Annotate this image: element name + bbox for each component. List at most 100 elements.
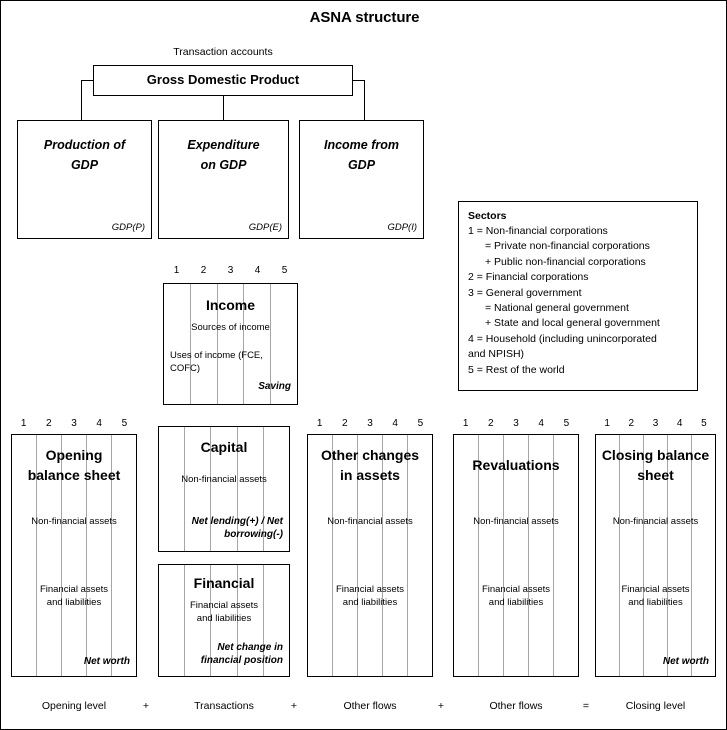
expenditure-on-gdp-title-line2: on GDP	[200, 158, 247, 172]
opening-financial-assets-line2: and liabilities	[46, 597, 102, 608]
page-title: ASNA structure	[309, 9, 420, 26]
footer-operator-plus-1: +	[142, 700, 150, 712]
column-number: 1	[173, 265, 180, 276]
sector-item: 4 = Household (including unincorporated	[468, 332, 657, 345]
column-number: 1	[462, 418, 469, 429]
financial-net-change-line1: Net change in	[217, 642, 283, 653]
revaluations-non-financial-assets: Non-financial assets	[473, 516, 559, 527]
column-number: 5	[563, 418, 570, 429]
capital-box: Capital Non-financial assets Net lending…	[158, 426, 290, 552]
column-number: 5	[417, 418, 424, 429]
column-number: 1	[316, 418, 323, 429]
expenditure-on-gdp-title-line1: Expenditure	[187, 138, 260, 152]
income-uses-line1: Uses of income (FCE,	[170, 350, 263, 361]
connector-gdp-left-vertical	[81, 80, 82, 120]
column-number: 4	[392, 418, 398, 429]
column-number: 4	[676, 418, 683, 429]
opening-balance-net-worth: Net worth	[83, 656, 130, 667]
production-of-gdp-title-line2: GDP	[70, 158, 99, 172]
production-of-gdp-title-line1: Production of	[43, 138, 126, 152]
income-box-title: Income	[205, 297, 255, 313]
other-changes-financial-assets-line2: and liabilities	[342, 597, 398, 608]
income-box: Income Sources of income Uses of income …	[163, 283, 298, 405]
column-number: 4	[96, 418, 102, 429]
gdp-box-label: Gross Domestic Product	[146, 72, 300, 87]
closing-balance-net-worth: Net worth	[662, 656, 709, 667]
column-number: 3	[71, 418, 77, 429]
sector-item: 1 = Non-financial corporations	[468, 225, 608, 237]
production-of-gdp-box: Production of GDP GDP(P)	[17, 120, 152, 239]
financial-box-title: Financial	[193, 575, 255, 591]
sector-item: = National general government	[485, 302, 629, 315]
column-number: 2	[628, 418, 635, 429]
sector-item: 5 = Rest of the world	[468, 363, 565, 376]
revaluations-financial-assets-line2: and liabilities	[488, 597, 544, 608]
opening-balance-column-numbers: 1 2 3 4 5	[11, 417, 137, 430]
column-number: 1	[20, 418, 27, 429]
transaction-accounts-label: Transaction accounts	[173, 46, 273, 58]
revaluations-box-title: Revaluations	[472, 457, 560, 473]
column-number: 5	[281, 265, 288, 276]
other-changes-title-line1: Other changes	[320, 447, 420, 463]
connector-gdp-centre-vertical	[223, 96, 224, 120]
opening-financial-assets-line1: Financial assets	[39, 584, 109, 595]
column-number: 5	[121, 418, 128, 429]
column-number: 2	[342, 418, 348, 429]
column-number: 3	[652, 418, 659, 429]
closing-financial-assets-line2: and liabilities	[628, 597, 683, 608]
revaluations-box: Revaluations Non-financial assets Financ…	[453, 434, 579, 677]
capital-box-title: Capital	[200, 439, 248, 455]
column-number: 3	[513, 418, 519, 429]
other-changes-title-line2: in assets	[340, 467, 400, 483]
capital-net-lending-line1: Net lending(+) / Net	[191, 516, 283, 527]
column-number: 4	[538, 418, 544, 429]
closing-balance-sheet-title-line1: Closing balance	[601, 447, 710, 463]
income-from-gdp-code: GDP(I)	[387, 222, 417, 233]
closing-balance-sheet-box: Closing balance sheet Non-financial asse…	[595, 434, 716, 677]
income-from-gdp-title-line2: GDP	[347, 158, 376, 172]
revaluations-column-numbers: 1 2 3 4 5	[453, 417, 579, 430]
closing-balance-sheet-title-line2: sheet	[637, 467, 674, 483]
column-number: 4	[254, 265, 261, 276]
other-changes-financial-assets-line1: Financial assets	[335, 584, 405, 595]
financial-assets-line1: Financial assets	[189, 600, 259, 611]
opening-balance-sheet-title-line2: balance sheet	[27, 467, 121, 483]
expenditure-on-gdp-code: GDP(E)	[248, 222, 282, 233]
financial-net-change-line2: financial position	[200, 655, 283, 666]
sector-item: = Private non-financial corporations	[485, 240, 650, 253]
footer-operator-equals: =	[582, 700, 590, 712]
footer-opening-level: Opening level	[41, 700, 107, 712]
column-number: 5	[701, 418, 707, 429]
sectors-legend-box: Sectors 1 = Non-financial corporations =…	[458, 201, 698, 391]
capital-non-financial-assets: Non-financial assets	[181, 474, 267, 485]
financial-assets-line2: and liabilities	[196, 613, 252, 624]
income-uses-line2: COFC)	[170, 363, 201, 374]
column-number: 2	[488, 418, 494, 429]
connector-gdp-right-vertical	[364, 80, 365, 120]
opening-non-financial-assets: Non-financial assets	[31, 516, 117, 527]
connector-gdp-left-horizontal	[81, 80, 93, 81]
sector-item: and NPISH)	[468, 348, 525, 361]
sectors-heading: Sectors	[468, 210, 507, 222]
income-balance-saving: Saving	[258, 381, 291, 392]
closing-non-financial-assets: Non-financial assets	[612, 516, 699, 527]
footer-equation-row: Opening level + Transactions + Other flo…	[1, 695, 726, 717]
production-of-gdp-code: GDP(P)	[111, 222, 145, 233]
column-number: 2	[200, 265, 207, 276]
footer-closing-level: Closing level	[625, 700, 686, 712]
footer-operator-plus-2: +	[290, 700, 298, 712]
income-from-gdp-box: Income from GDP GDP(I)	[299, 120, 424, 239]
footer-other-flows-2: Other flows	[489, 700, 543, 712]
footer-transactions: Transactions	[194, 700, 254, 712]
income-column-numbers: 1 2 3 4 5	[163, 264, 298, 277]
opening-balance-sheet-box: Opening balance sheet Non-financial asse…	[11, 434, 137, 677]
closing-financial-assets-line1: Financial assets	[621, 584, 690, 595]
column-number: 3	[367, 418, 373, 429]
sector-item: 2 = Financial corporations	[468, 271, 589, 284]
sector-item: 3 = General government	[468, 286, 582, 299]
connector-gdp-right-horizontal	[353, 80, 365, 81]
opening-balance-sheet-title-line1: Opening	[45, 447, 103, 463]
expenditure-on-gdp-box: Expenditure on GDP GDP(E)	[158, 120, 289, 239]
closing-balance-column-numbers: 1 2 3 4 5	[595, 417, 716, 430]
gross-domestic-product-box: Gross Domestic Product	[93, 65, 353, 96]
